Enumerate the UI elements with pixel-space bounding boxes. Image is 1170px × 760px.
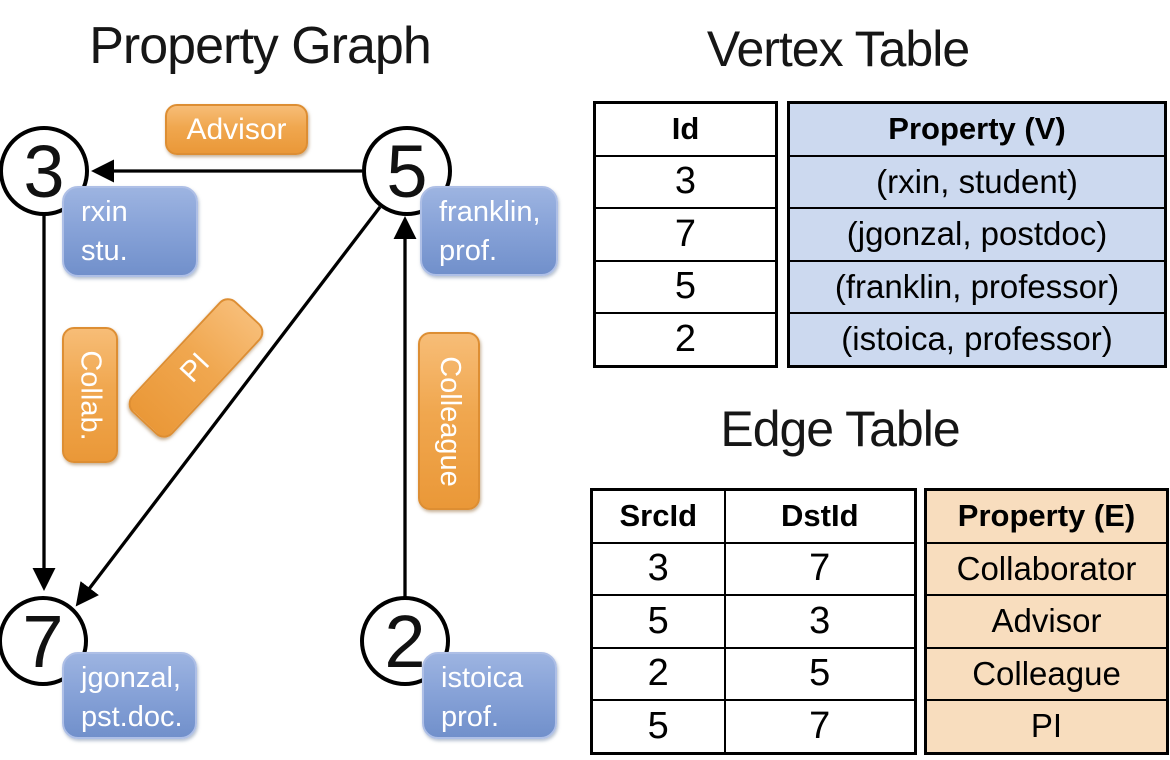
node-id-label: 7 bbox=[22, 599, 64, 683]
vertex-property-box-franklin: franklin, prof. bbox=[420, 186, 558, 276]
edge-table: SrcId DstId 3 7 5 3 2 5 5 7 Property (E)… bbox=[590, 488, 1169, 755]
edge-label-collab: Collab. bbox=[62, 327, 118, 463]
table-row: 5 7 bbox=[590, 699, 917, 754]
vertex-property-line2: stu. bbox=[81, 235, 128, 267]
edge-src-header: SrcId bbox=[590, 488, 726, 544]
vertex-property-line1: franklin, bbox=[439, 196, 541, 228]
vertex-property-box-istoica: istoica prof. bbox=[422, 652, 557, 739]
table-row: (rxin, student) bbox=[787, 154, 1167, 209]
table-row: Advisor bbox=[924, 594, 1169, 649]
table-row: Collaborator bbox=[924, 541, 1169, 596]
property-graph-title: Property Graph bbox=[89, 17, 432, 75]
edge-label-text: Collab. bbox=[74, 349, 107, 441]
vertex-property-line2: prof. bbox=[441, 701, 500, 733]
table-row: 2 5 bbox=[590, 646, 917, 701]
edge-dst-header: DstId bbox=[723, 488, 917, 544]
edge-property-header: Property (E) bbox=[924, 488, 1169, 544]
edge-arrow-5-to-7 bbox=[75, 206, 382, 607]
table-row: 3 bbox=[593, 154, 778, 209]
vertex-table-id-column: Id 3 7 5 2 bbox=[593, 101, 778, 368]
edge-table-title: Edge Table bbox=[720, 401, 960, 457]
edge-label-advisor: Advisor bbox=[165, 104, 308, 155]
edge-label-text: Advisor bbox=[186, 112, 287, 146]
table-row: (istoica, professor) bbox=[787, 312, 1167, 367]
table-row: (jgonzal, postdoc) bbox=[787, 207, 1167, 262]
table-row: 3 7 bbox=[590, 541, 917, 596]
table-row: 5 bbox=[593, 259, 778, 314]
table-row: (franklin, professor) bbox=[787, 259, 1167, 314]
vertex-property-line1: jgonzal, bbox=[81, 662, 181, 694]
edge-label-text: PI bbox=[174, 346, 217, 389]
node-id-label: 3 bbox=[23, 129, 65, 213]
edge-table-ids-columns: SrcId DstId 3 7 5 3 2 5 5 7 bbox=[590, 488, 917, 755]
node-id-label: 2 bbox=[384, 599, 426, 683]
vertex-property-box-jgonzal: jgonzal, pst.doc. bbox=[62, 652, 197, 739]
edge-label-text: Colleague bbox=[433, 355, 466, 487]
graph-node-2: 2 bbox=[360, 596, 450, 686]
edge-label-colleague: Colleague bbox=[418, 332, 480, 510]
vertex-table-property-column: Property (V) (rxin, student) (jgonzal, p… bbox=[787, 101, 1167, 368]
vertex-table: Id 3 7 5 2 Property (V) (rxin, student) … bbox=[593, 101, 1167, 368]
table-row: PI bbox=[924, 699, 1169, 754]
vertex-property-line2: pst.doc. bbox=[81, 701, 183, 733]
table-row: Colleague bbox=[924, 646, 1169, 701]
vertex-property-line1: rxin bbox=[81, 196, 128, 228]
table-row: 5 3 bbox=[590, 594, 917, 649]
vertex-property-header: Property (V) bbox=[787, 101, 1167, 157]
vertex-property-line2: prof. bbox=[439, 235, 498, 267]
vertex-property-line1: istoica bbox=[441, 662, 524, 694]
vertex-table-title: Vertex Table bbox=[706, 21, 970, 77]
table-row: 2 bbox=[593, 312, 778, 367]
table-row: 7 bbox=[593, 207, 778, 262]
graph-edges-layer bbox=[32, 159, 417, 607]
vertex-id-header: Id bbox=[593, 101, 778, 157]
edge-table-property-column: Property (E) Collaborator Advisor Collea… bbox=[924, 488, 1169, 755]
vertex-property-box-rxin: rxin stu. bbox=[62, 186, 198, 277]
